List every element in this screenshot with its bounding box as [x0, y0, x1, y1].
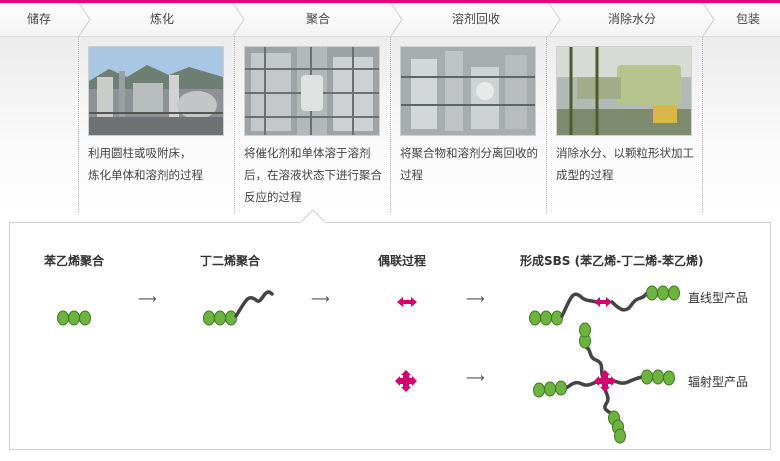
- dewatering-machine-photo: [556, 46, 692, 136]
- process-arrow: ⟶: [466, 292, 485, 307]
- polymerization-description-text: 将催化剂和单体溶于溶剂后，在溶液状态下进行聚合反应的过程: [244, 146, 382, 204]
- refining-description: 利用圆柱或吸附床， 炼化单体和溶剂的过程: [88, 142, 236, 186]
- radial-sbs-molecule-icon: [533, 322, 675, 444]
- styrene-block-icon: [57, 310, 91, 326]
- step-dewatering[interactable]: 消除水分: [607, 12, 656, 26]
- column-divider: [234, 37, 235, 212]
- pointer-notch: [301, 209, 325, 223]
- step-solvent-recovery[interactable]: 溶剂回收: [451, 12, 500, 26]
- styrene-polymerization-label: 苯乙烯聚合: [44, 254, 105, 268]
- column-divider: [390, 37, 391, 212]
- butadiene-polymerization-label: 丁二烯聚合: [200, 254, 261, 268]
- polymerization-plant-photo: [244, 46, 380, 136]
- coupling-agent-linear-icon: [397, 297, 417, 307]
- sbs-formation-diagram: [9, 222, 771, 450]
- process-arrow: ⟶: [138, 292, 157, 307]
- chevron-right-icon: [548, 3, 562, 36]
- process-arrow: ⟶: [466, 371, 485, 386]
- radial-product-label: 辐射型产品: [688, 375, 749, 389]
- accent-topline: [0, 0, 780, 3]
- chevron-right-icon: [78, 3, 92, 36]
- step-storage[interactable]: 储存: [26, 12, 51, 26]
- process-step-bar: 储存 炼化 聚合 溶剂回收 消除水分 包装: [0, 3, 780, 37]
- styrene-butadiene-block-icon: [203, 290, 274, 326]
- solvent-recovery-photo: [400, 46, 536, 136]
- refining-description-text: 利用圆柱或吸附床， 炼化单体和溶剂的过程: [88, 146, 203, 182]
- coupling-agent-radial-icon: [395, 370, 417, 392]
- linear-sbs-molecule-icon: [529, 285, 680, 326]
- chevron-right-icon: [232, 3, 246, 36]
- solvent-recovery-description-text: 将聚合物和溶剂分离回收的过程: [400, 146, 538, 182]
- step-refining[interactable]: 炼化: [149, 12, 174, 26]
- dewatering-description: 消除水分、以颗粒形状加工成型的过程: [556, 142, 704, 186]
- column-divider: [702, 37, 703, 212]
- step-packaging[interactable]: 包装: [735, 12, 760, 26]
- coupling-process-label: 偶联过程: [378, 254, 427, 268]
- refinery-photo: [88, 46, 224, 136]
- column-divider: [546, 37, 547, 212]
- polymerization-description: 将催化剂和单体溶于溶剂后，在溶液状态下进行聚合反应的过程: [244, 142, 392, 208]
- linear-product-label: 直线型产品: [688, 291, 749, 305]
- step-polymerization[interactable]: 聚合: [305, 12, 330, 26]
- column-divider: [78, 37, 79, 212]
- chevron-right-icon: [702, 3, 716, 36]
- dewatering-description-text: 消除水分、以颗粒形状加工成型的过程: [556, 146, 694, 182]
- process-arrow: ⟶: [311, 292, 330, 307]
- solvent-recovery-description: 将聚合物和溶剂分离回收的过程: [400, 142, 548, 186]
- sbs-formation-label: 形成SBS (苯乙烯-丁二烯-苯乙烯): [520, 254, 704, 268]
- chevron-right-icon: [390, 3, 404, 36]
